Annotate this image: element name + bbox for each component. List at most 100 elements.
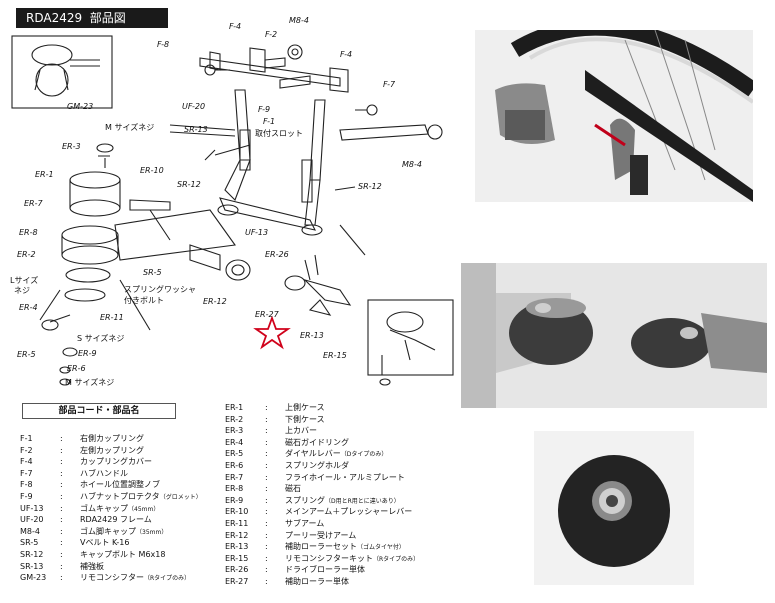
- label-f2: F-2: [265, 30, 278, 39]
- label-sr5: SR-5: [143, 268, 162, 277]
- legend-colon: :: [60, 515, 63, 525]
- legend-part-note: （35mm）: [136, 528, 168, 536]
- legend-colon: :: [60, 434, 63, 443]
- legend-code: ER-6: [225, 461, 244, 470]
- legend-code: ER-2: [225, 414, 244, 424]
- legend-row: M8-4:ゴム脚キャップ（35mm）: [20, 526, 167, 537]
- legend-part-name: ゴム脚キャップ: [80, 526, 136, 536]
- label-er4: ER-4: [19, 303, 38, 312]
- legend-code: M8-4: [20, 526, 40, 536]
- label-er15: ER-15: [323, 351, 347, 360]
- legend-code: SR-12: [20, 550, 44, 559]
- legend-part-note: （D用とR用とに違いあり）: [325, 497, 400, 505]
- label-s-screw: S サイズネジ: [77, 334, 125, 343]
- label-er27: ER-27: [255, 310, 279, 319]
- label-m84-a: M8-4: [289, 16, 309, 25]
- photo-trainer-wheel: [475, 30, 753, 202]
- legend-row: UF-13:ゴムキャップ（45mm）: [20, 503, 159, 514]
- legend-part-name: 補強板: [80, 561, 104, 571]
- label-f8: F-8: [157, 40, 170, 49]
- legend-colon: :: [60, 468, 63, 478]
- label-er5: ER-5: [17, 350, 36, 359]
- legend-part-name: Vベルト K-16: [80, 538, 130, 548]
- legend-colon: :: [60, 538, 63, 548]
- legend-code: SR-13: [20, 561, 44, 571]
- label-f7: F-7: [383, 80, 396, 89]
- legend-row: UF-20:RDA2429 フレーム: [20, 514, 152, 525]
- legend-part-name: 補助ローラー単体: [285, 577, 349, 586]
- legend-row: ER-10: メインアーム＋プレッシャーレバー: [225, 506, 412, 517]
- legend-part-note: （Rタイプのみ）: [373, 555, 420, 563]
- legend-row: ER-3:上カバー: [225, 425, 317, 436]
- legend-colon: :: [265, 426, 268, 436]
- label-er13: ER-13: [300, 331, 324, 340]
- legend-code: F-2: [20, 445, 33, 455]
- legend-code: ER-27: [225, 577, 249, 586]
- page-title: RDA2429 部品図: [16, 8, 168, 28]
- legend-code: ER-1: [225, 403, 244, 412]
- legend-row: ER-27: 補助ローラー単体: [225, 576, 349, 587]
- legend-colon: :: [265, 530, 268, 540]
- legend-colon: :: [265, 519, 268, 528]
- legend-part-name: プーリー受けアーム: [285, 530, 357, 540]
- legend-colon: :: [265, 577, 268, 586]
- legend-part-name: 磁石ガイドリング: [285, 437, 349, 447]
- legend-row: ER-1: 上側ケース: [225, 402, 325, 413]
- legend-colon: :: [265, 507, 268, 517]
- label-er2: ER-2: [17, 250, 36, 259]
- legend-colon: :: [265, 565, 268, 575]
- legend-part-name: 上カバー: [285, 426, 317, 436]
- label-m84-b: M8-4: [402, 160, 422, 169]
- legend-part-note: （45mm）: [128, 505, 160, 513]
- label-er6: ER-6: [67, 364, 86, 373]
- legend-row: GM-23:リモコンシフター（Rタイプのみ）: [20, 572, 190, 583]
- legend-code: GM-23: [20, 573, 47, 583]
- legend-part-name: フライホイール・アルミプレート: [285, 472, 405, 482]
- label-m-screw-b: M サイズネジ: [65, 378, 115, 387]
- legend-code: F-1: [20, 434, 33, 443]
- legend-colon: :: [60, 550, 63, 559]
- legend-part-name: 補助ローラーセット: [285, 542, 357, 552]
- legend-part-name: ダイヤルレバー: [285, 449, 341, 459]
- legend-colon: :: [60, 457, 63, 467]
- legend-part-name: サブアーム: [285, 519, 325, 528]
- legend-row: ER-26:ドライブローラー単体: [225, 564, 365, 575]
- legend-row: F-4:カップリングカバー: [20, 456, 152, 467]
- legend-code: UF-13: [20, 503, 44, 513]
- label-er10: ER-10: [140, 166, 164, 175]
- label-uf13: UF-13: [245, 228, 269, 237]
- legend-colon: :: [60, 445, 63, 455]
- label-er26: ER-26: [265, 250, 289, 259]
- label-spring-bolt-1: スプリングワッシャ: [124, 285, 196, 294]
- legend-row: F-1:右側カップリング: [20, 433, 144, 444]
- legend-part-name: 下側ケース: [285, 414, 325, 424]
- legend-code: ER-4: [225, 437, 244, 447]
- legend-part-name: メインアーム＋プレッシャーレバー: [285, 507, 413, 517]
- legend-code: ER-10: [225, 507, 249, 517]
- legend-code: ER-5: [225, 449, 244, 459]
- legend-row: F-7:ハブハンドル: [20, 468, 128, 479]
- label-er1: ER-1: [35, 170, 54, 179]
- page-subtitle: 部品図: [89, 11, 126, 25]
- legend-row: F-9:ハブナットプロテクタ（グロメット）: [20, 491, 202, 502]
- legend-code: F-4: [20, 457, 33, 467]
- legend-code: ER-13: [225, 542, 249, 552]
- legend-part-name: 上側ケース: [285, 403, 325, 412]
- legend-code: ER-8: [225, 484, 244, 494]
- legend-code: F-8: [20, 480, 33, 490]
- legend-code: ER-26: [225, 565, 249, 575]
- legend-part-name: キャップボルト M6x18: [80, 550, 166, 559]
- label-er3: ER-3: [62, 142, 81, 151]
- label-er8: ER-8: [19, 228, 38, 237]
- legend-row: ER-13:補助ローラーセット（ゴムタイヤ付）: [225, 541, 405, 552]
- legend-row: ER-5:ダイヤルレバー（Dタイプのみ）: [225, 448, 387, 459]
- legend-colon: :: [265, 461, 268, 470]
- legend-code: SR-5: [20, 538, 39, 548]
- legend-row: ER-11:サブアーム: [225, 518, 324, 529]
- legend-colon: :: [265, 403, 268, 412]
- legend-colon: :: [60, 573, 63, 583]
- legend-part-name: ハブハンドル: [80, 468, 128, 478]
- legend-colon: :: [265, 542, 268, 552]
- legend-part-note: （グロメット）: [159, 494, 202, 501]
- label-uf20: UF-20: [182, 102, 206, 111]
